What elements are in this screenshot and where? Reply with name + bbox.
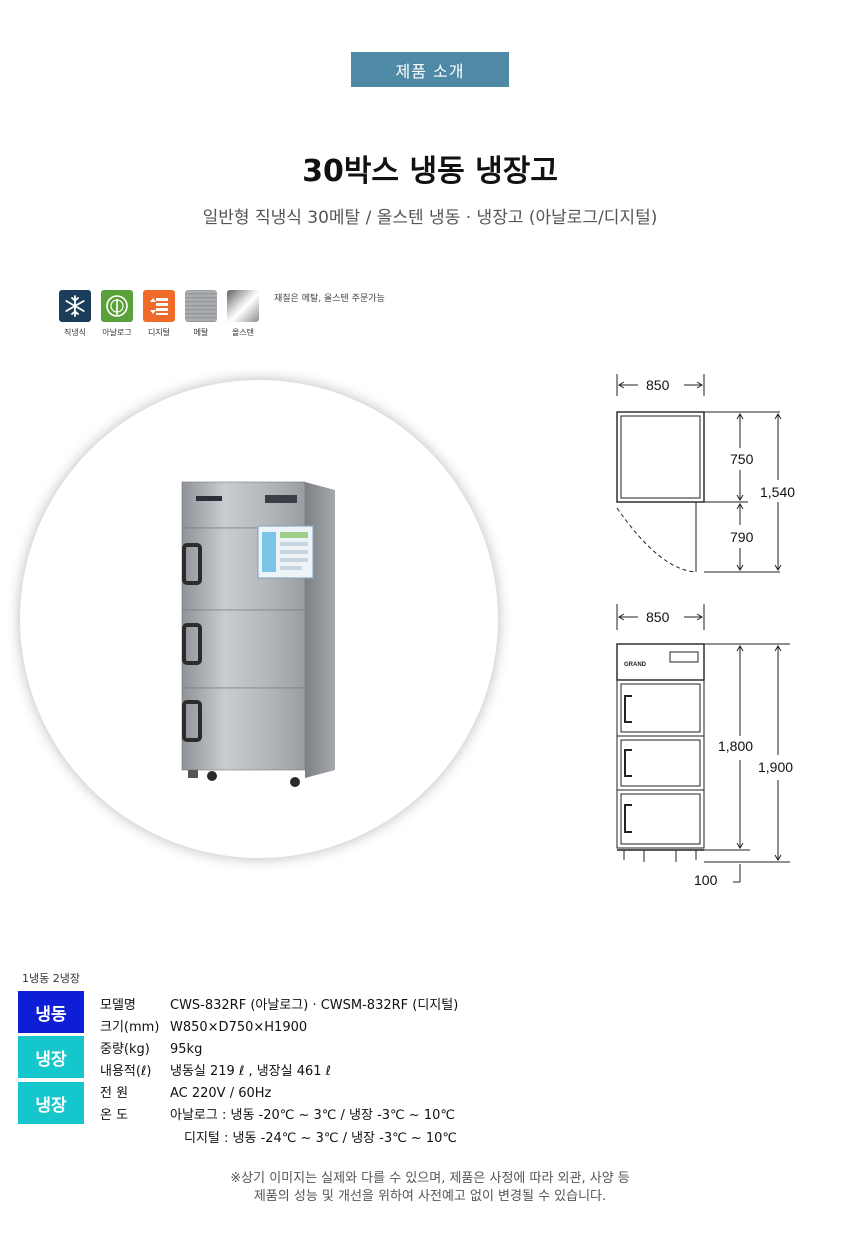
feature-analog: 아날로그 — [100, 290, 134, 338]
section-tab: 제품 소개 — [351, 52, 509, 87]
feature-label: 올스텐 — [231, 328, 255, 337]
front-width-label: 850 — [646, 609, 670, 625]
feature-label: 디지털 — [147, 328, 171, 337]
disclaimer-notice: ※상기 이미지는 실제와 다를 수 있으며, 제품은 사정에 따라 외관, 사양… — [0, 1170, 860, 1206]
spec-caption: 1냉동 2냉장 — [22, 972, 80, 985]
spec-key: 중량(kg) — [100, 1042, 150, 1057]
product-title: 30박스 냉동 냉장고 — [302, 154, 558, 189]
spec-key: 크기(mm) — [100, 1020, 160, 1035]
top-total-label: 1,540 — [760, 484, 796, 500]
fridge-tag: 냉장 — [18, 1036, 84, 1078]
feature-label: 직냉식 — [63, 328, 87, 337]
feature-stainless: 올스텐 — [226, 290, 260, 338]
spec-key: 모델명 — [100, 998, 136, 1013]
top-door-label: 790 — [730, 529, 754, 545]
snowflake-icon — [59, 290, 91, 322]
feature-digital: 디지털 — [142, 290, 176, 338]
spec-row-capacity: 내용적(ℓ) 냉동실 219 ℓ , 냉장실 461 ℓ — [100, 1062, 331, 1082]
spec-row-temperature: 온 도 아날로그 : 냉동 -20℃ ~ 3℃ / 냉장 -3℃ ~ 10℃ — [100, 1106, 455, 1126]
spec-row-power: 전 원 AC 220V / 60Hz — [100, 1084, 271, 1104]
metal-swatch-icon — [185, 290, 217, 322]
spec-value: 아날로그 : 냉동 -20℃ ~ 3℃ / 냉장 -3℃ ~ 10℃ — [170, 1108, 455, 1123]
front-brand-text: GRAND — [624, 662, 647, 668]
spec-value: 95kg — [170, 1042, 203, 1057]
spec-value: 디지털 : 냉동 -24℃ ~ 3℃ / 냉장 -3℃ ~ 10℃ — [184, 1131, 457, 1146]
fridge-tag: 냉장 — [18, 1082, 84, 1124]
top-depth-label: 750 — [730, 451, 754, 467]
front-leg-label: 100 — [694, 872, 718, 888]
material-note: 재질은 메탈, 올스텐 주문가능 — [274, 294, 385, 304]
spec-value: AC 220V / 60Hz — [170, 1086, 272, 1101]
product-subtitle: 일반형 직냉식 30메탈 / 올스텐 냉동 · 냉장고 (아날로그/디지털) — [202, 208, 658, 228]
digital-panel-icon — [143, 290, 175, 322]
feature-label: 메탈 — [193, 328, 209, 337]
feature-direct-cooling: 직냉식 — [58, 290, 92, 338]
spec-row-weight: 중량(kg) 95kg — [100, 1040, 202, 1060]
feature-label: 아날로그 — [102, 328, 132, 337]
top-view-drawing — [616, 374, 782, 573]
spec-row-size: 크기(mm) W850×D750×H1900 — [100, 1018, 307, 1038]
freezer-tag: 냉동 — [18, 991, 84, 1033]
disclaimer-line: 제품의 성능 및 개선을 위하여 사전예고 없이 변경될 수 있습니다. — [253, 1189, 607, 1204]
spec-key: 온 도 — [100, 1108, 129, 1123]
analog-dial-icon — [101, 290, 133, 322]
top-width-label: 850 — [646, 377, 670, 393]
spec-key: 전 원 — [100, 1086, 129, 1101]
front-view-drawing: GRAND — [616, 604, 790, 883]
refrigerator-image — [181, 481, 335, 787]
feature-metal: 메탈 — [184, 290, 218, 338]
spec-value: 냉동실 219 ℓ , 냉장실 461 ℓ — [170, 1064, 332, 1079]
spec-key: 내용적(ℓ) — [100, 1064, 152, 1079]
disclaimer-line: ※상기 이미지는 실제와 다를 수 있으며, 제품은 사정에 따라 외관, 사양… — [230, 1171, 630, 1186]
spec-value: CWS-832RF (아날로그) · CWSM-832RF (디지털) — [170, 998, 459, 1013]
front-total-height-label: 1,900 — [758, 759, 794, 775]
stainless-swatch-icon — [227, 290, 259, 322]
front-body-height-label: 1,800 — [718, 738, 754, 754]
spec-row-temperature-digital: 디지털 : 냉동 -24℃ ~ 3℃ / 냉장 -3℃ ~ 10℃ — [184, 1129, 457, 1149]
spec-row-model: 모델명 CWS-832RF (아날로그) · CWSM-832RF (디지털) — [100, 996, 458, 1016]
spec-value: W850×D750×H1900 — [170, 1020, 308, 1035]
